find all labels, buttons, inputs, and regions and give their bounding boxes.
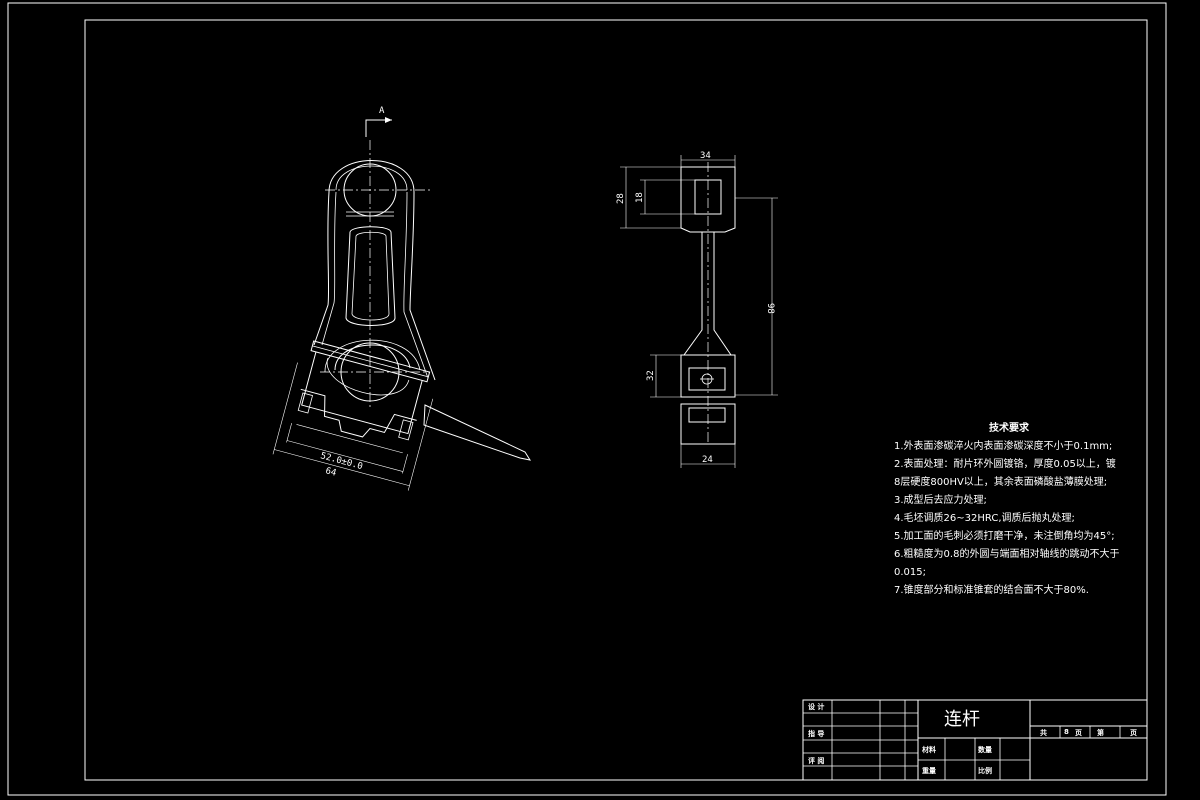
- tb-material: 材料: [922, 746, 936, 754]
- small-end-inner: [335, 165, 408, 191]
- big-end-cap: [272, 340, 434, 491]
- tech-req-item-7: 6.粗糙度为0.8的外圆与端面相对轴线的跳动不大于: [894, 549, 1120, 560]
- dim-width-34: 34: [700, 151, 711, 161]
- tb-scale: 比例: [978, 767, 992, 775]
- tb-design: 设 计: [808, 703, 825, 711]
- tech-req-item-3: 8层硬度800HV以上，其余表面磷酸盐薄膜处理;: [894, 477, 1108, 488]
- tb-page-word-2: 页: [1130, 729, 1137, 737]
- side-section-view: 34 28 18 98 32 24: [616, 151, 778, 468]
- shank-section: [683, 231, 732, 356]
- tech-requirements-heading: 技术要求: [989, 423, 1029, 434]
- dim-98: 98: [765, 303, 775, 314]
- tb-total: 共: [1040, 729, 1047, 737]
- tech-req-item-6: 5.加工面的毛刺必须打磨干净，未注倒角均为45°;: [894, 531, 1115, 542]
- dim-28: 28: [616, 193, 626, 204]
- section-arrow: [385, 117, 392, 123]
- tb-guide: 指 导: [808, 730, 825, 738]
- inner-border: [84, 19, 1148, 781]
- tb-weight: 重量: [922, 767, 936, 775]
- section-marker: [365, 119, 392, 137]
- big-end-upper: [680, 354, 736, 398]
- shank-left-edge: [313, 191, 330, 346]
- small-end-outer: [328, 160, 415, 193]
- dim-24: 24: [702, 455, 713, 465]
- tb-pages-count: 8: [1064, 728, 1069, 736]
- tech-req-item-5: 4.毛坯调质26~32HRC,调质后抛丸处理;: [894, 513, 1075, 524]
- tech-req-item-4: 3.成型后去应力处理;: [894, 495, 987, 506]
- dim-32: 32: [646, 370, 656, 381]
- front-view: A: [272, 106, 532, 491]
- shank-right-edge: [409, 191, 436, 381]
- title-block: [802, 699, 1148, 781]
- tech-req-item-9: 7.锥度部分和标准锥套的结合面不大于80%.: [894, 585, 1089, 596]
- dim-span: 64: [324, 466, 337, 478]
- tech-req-item-1: 1.外表面渗碳淬火内表面渗碳深度不小于0.1mm;: [894, 441, 1113, 452]
- drawing-title: 连杆: [944, 709, 980, 730]
- big-end-lower: [680, 403, 736, 445]
- tb-sheet: 第: [1097, 729, 1104, 737]
- tech-req-item-8: 0.015;: [894, 567, 926, 578]
- tech-requirements: 技术要求 1.外表面渗碳淬火内表面渗碳深度不小于0.1mm; 2.表面处理：耐片…: [894, 419, 1124, 600]
- bolt-arm: [423, 404, 532, 461]
- dim-18: 18: [635, 192, 645, 203]
- section-label: A: [379, 106, 385, 116]
- tb-review: 评 阅: [808, 757, 825, 765]
- outer-border: [7, 2, 1167, 796]
- tech-req-item-2: 2.表面处理：耐片环外圆镀铬，厚度0.05以上，镀: [894, 459, 1116, 470]
- tb-page-word: 页: [1075, 729, 1082, 737]
- shank-pocket: [345, 226, 396, 326]
- tb-quantity: 数量: [978, 746, 992, 754]
